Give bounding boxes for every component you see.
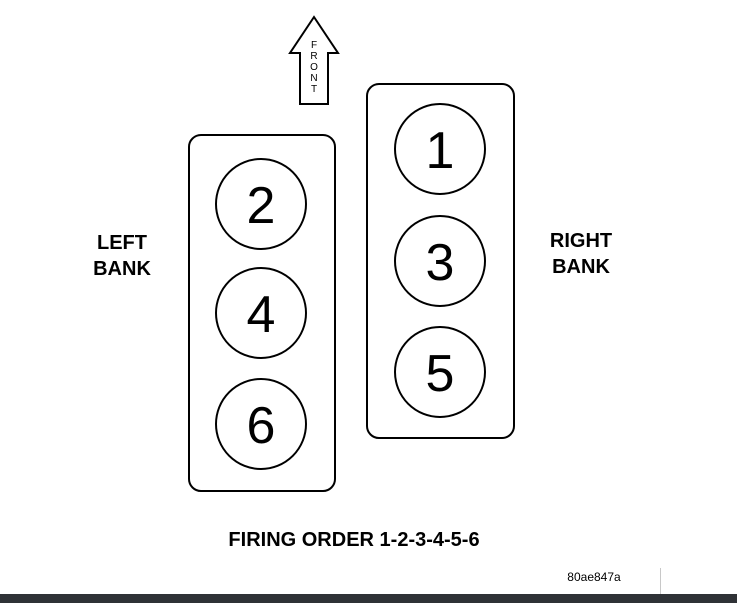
cylinder-circle (215, 378, 307, 470)
front-label-letter: O (310, 62, 318, 73)
front-label-letter: N (310, 73, 317, 84)
cylinder-number: 4 (247, 286, 276, 344)
cylinder-1: 1 (394, 103, 486, 195)
right-bank-label-line-2: BANK (552, 256, 610, 278)
cylinder-number: 1 (426, 122, 455, 180)
front-label-letter: F (311, 40, 317, 51)
left-bank-label-line-1: LEFT (97, 232, 147, 254)
cylinder-3: 3 (394, 215, 486, 307)
left-bank-label-line-2: BANK (93, 258, 151, 280)
right-bank: 1 3 5 (366, 83, 515, 439)
bottom-bar (0, 594, 737, 603)
cylinder-number: 2 (247, 177, 276, 235)
cylinder-4: 4 (215, 267, 307, 359)
figure-code: 80ae847a (567, 570, 621, 584)
firing-order-caption: FIRING ORDER 1-2-3-4-5-6 (228, 529, 479, 551)
left-bank: 2 4 6 (188, 134, 336, 492)
front-label-letter: T (311, 84, 317, 95)
cylinder-number: 5 (426, 345, 455, 403)
cylinder-circle (394, 103, 486, 195)
right-bank-label-line-1: RIGHT (550, 230, 612, 252)
cylinder-6: 6 (215, 378, 307, 470)
cylinder-circle (394, 215, 486, 307)
left-bank-label: LEFT BANK (93, 232, 151, 280)
cylinder-number: 3 (426, 234, 455, 292)
cylinder-5: 5 (394, 326, 486, 418)
divider (660, 568, 661, 594)
cylinder-number: 6 (247, 397, 276, 455)
cylinder-circle (215, 158, 307, 250)
right-bank-label: RIGHT BANK (550, 230, 612, 278)
cylinder-circle (215, 267, 307, 359)
front-arrow-icon (288, 15, 340, 105)
cylinder-circle (394, 326, 486, 418)
cylinder-2: 2 (215, 158, 307, 250)
front-label-letter: R (310, 51, 317, 62)
